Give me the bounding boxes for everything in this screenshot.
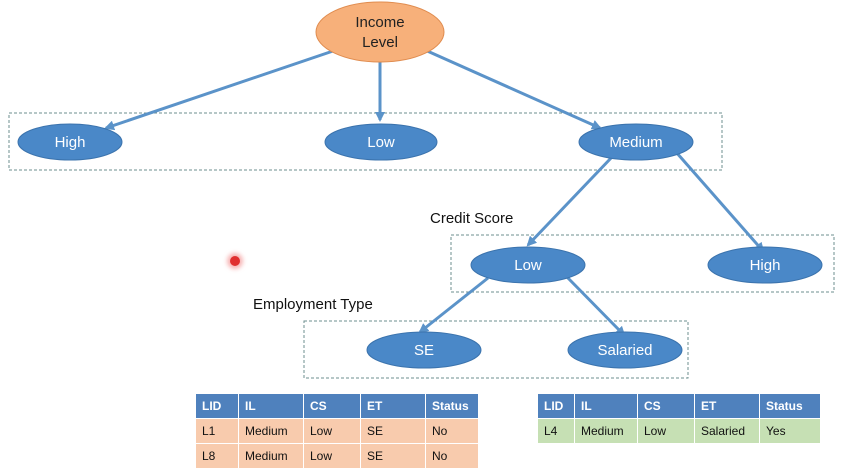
root-label-line1: Income <box>355 14 404 31</box>
table-cell: Medium <box>238 443 304 468</box>
root-label-line2: Level <box>362 34 398 51</box>
table-cell: Salaried <box>694 418 760 443</box>
node-income-medium: Medium <box>578 123 694 161</box>
table-header-cell: CS <box>637 394 695 419</box>
root-node-income-level: Income Level <box>315 1 445 63</box>
table-cell: Low <box>303 443 361 468</box>
node-income-medium-label: Medium <box>609 134 662 151</box>
node-income-high-label: High <box>55 134 86 151</box>
node-credit-high-label: High <box>750 257 781 274</box>
node-employment-salaried: Salaried <box>567 331 683 369</box>
table-cell: L4 <box>538 418 575 443</box>
table-cell: Low <box>303 418 361 444</box>
edge-credit-low-salaried <box>564 274 626 337</box>
node-employment-salaried-label: Salaried <box>597 342 652 359</box>
salaried-records-table: LID IL CS ET Status L4 Medium Low Salari… <box>538 394 820 443</box>
node-employment-se: SE <box>366 331 482 369</box>
table-row: L8 Medium Low SE No <box>196 443 478 468</box>
table-cell: No <box>425 443 478 468</box>
table-cell: Low <box>637 418 695 443</box>
table-cell: Medium <box>574 418 638 443</box>
income-level-group-box <box>8 112 723 171</box>
edge-medium-credit-high <box>674 151 765 253</box>
table-row: L4 Medium Low Salaried Yes <box>538 418 820 443</box>
table-header-cell: ET <box>694 394 760 419</box>
node-credit-low-label: Low <box>514 257 542 274</box>
table-cell: Yes <box>759 418 820 443</box>
table-header-row: LID IL CS ET Status <box>196 394 478 419</box>
credit-score-group-box <box>450 234 835 293</box>
table-header-cell: CS <box>303 394 361 419</box>
table-cell: SE <box>360 443 426 468</box>
table-header-cell: LID <box>538 394 575 419</box>
table-header-cell: IL <box>574 394 638 419</box>
edge-credit-low-se <box>418 276 489 334</box>
table-row: L1 Medium Low SE No <box>196 418 478 444</box>
node-employment-se-label: SE <box>414 342 434 359</box>
table-header-cell: LID <box>196 394 239 419</box>
se-records-table: LID IL CS ET Status L1 Medium Low SE No … <box>196 394 478 468</box>
pointer-highlight <box>230 256 240 266</box>
table-cell: L1 <box>196 418 239 444</box>
node-income-low: Low <box>324 123 438 161</box>
node-credit-low: Low <box>470 246 586 284</box>
credit-score-title: Credit Score <box>430 210 513 227</box>
table-header-cell: ET <box>360 394 426 419</box>
table-header-cell: Status <box>759 394 820 419</box>
table-cell: L8 <box>196 443 239 468</box>
edge-root-medium <box>424 48 602 130</box>
table-header-cell: IL <box>238 394 304 419</box>
table-header-row: LID IL CS ET Status <box>538 394 820 419</box>
table-cell: SE <box>360 418 426 444</box>
table-header-cell: Status <box>425 394 478 419</box>
node-credit-high: High <box>707 246 823 284</box>
edge-medium-credit-low <box>526 155 614 247</box>
table-cell: Medium <box>238 418 304 444</box>
table-cell: No <box>425 418 478 444</box>
edge-root-high <box>104 48 337 131</box>
node-income-low-label: Low <box>367 134 395 151</box>
node-income-high: High <box>17 123 123 161</box>
employment-type-group-box <box>303 320 689 379</box>
employment-type-title: Employment Type <box>253 296 373 313</box>
